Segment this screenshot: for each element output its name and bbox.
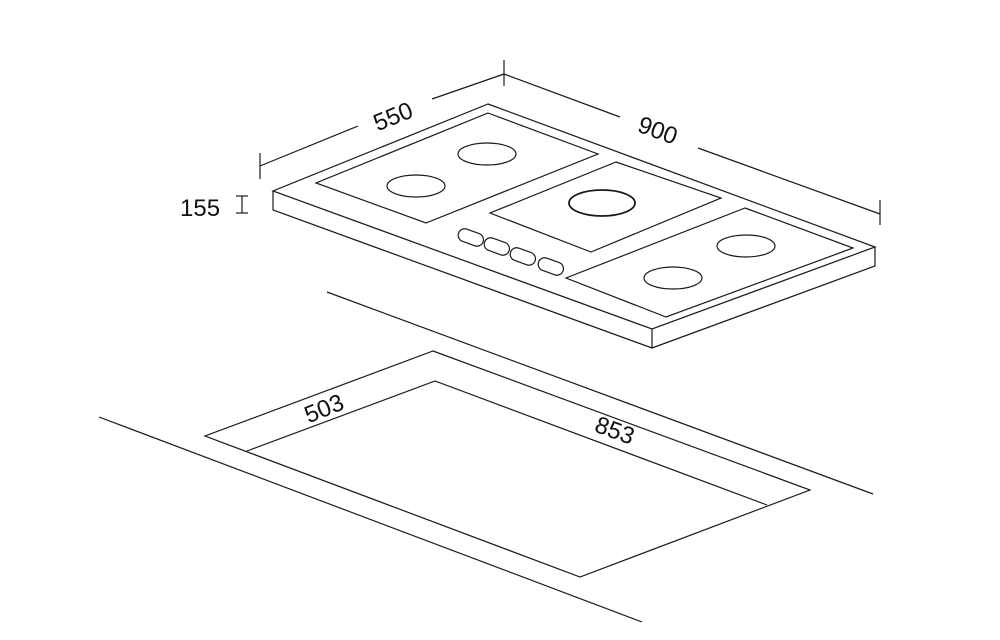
countertop-back-edge [326, 291, 874, 495]
cutout-width-label: 853 [591, 411, 638, 450]
dimension-depth: 550 [259, 60, 505, 179]
depth-label: 550 [370, 97, 417, 137]
control-knob-1 [457, 228, 485, 247]
height-label: 155 [180, 195, 220, 222]
dimension-height: 155 [180, 195, 248, 222]
countertop-front-edge [98, 416, 643, 623]
hob-body [271, 103, 877, 349]
left-glass-panel [314, 112, 600, 224]
burner-right-rear [716, 234, 776, 258]
cutout-depth-label: 503 [301, 389, 348, 429]
cutout-inner-edge [246, 380, 768, 506]
hob-top-surface [271, 103, 877, 330]
burner-center-wok [568, 189, 636, 217]
width-label: 900 [634, 111, 681, 150]
countertop-cutout: 503 853 [98, 291, 874, 623]
control-knob-2 [483, 237, 511, 256]
control-knob-4 [537, 257, 565, 276]
control-knob-3 [509, 247, 537, 266]
dimension-width: 900 [503, 73, 881, 225]
right-glass-panel [564, 207, 855, 318]
burner-right-front [643, 266, 703, 290]
burner-left-rear [457, 142, 517, 166]
burner-left-front [386, 174, 446, 198]
cutout-outline [203, 350, 812, 578]
hob-right-side [651, 247, 876, 349]
hob-left-side [272, 191, 653, 349]
middle-glass-panel [488, 161, 723, 253]
